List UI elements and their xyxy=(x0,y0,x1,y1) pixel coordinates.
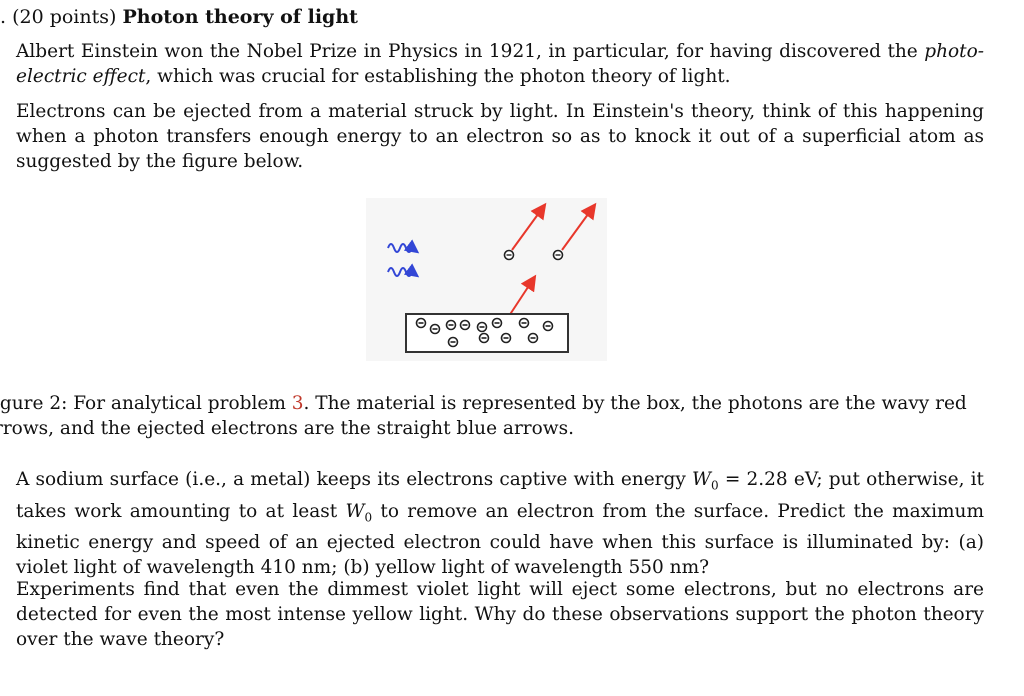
material-box xyxy=(405,313,569,353)
figure-caption: igure 2: For analytical problem 3. The m… xyxy=(0,391,984,441)
problem-points: . (20 points) xyxy=(0,6,117,28)
sodium-paragraph: A sodium surface (i.e., a metal) keeps i… xyxy=(16,467,984,580)
sodium-text-a: A sodium surface (i.e., a metal) keeps i… xyxy=(16,469,692,490)
sodium-text-c: to remove an electron from the surface. … xyxy=(16,500,984,579)
caption-text-a: igure 2: For analytical problem xyxy=(0,393,292,414)
ejection-paragraph: Electrons can be ejected from a material… xyxy=(16,101,984,172)
work-function-symbol-2: W0 xyxy=(345,500,373,525)
ejected-electron-2 xyxy=(552,249,564,261)
experiment-paragraph: Experiments find that even the dimmest v… xyxy=(16,579,984,650)
electron-path-3 xyxy=(508,274,537,317)
photon-arrow-2 xyxy=(387,263,420,278)
photon-arrow-1 xyxy=(387,239,420,254)
intro-paragraph: Albert Einstein won the Nobel Prize in P… xyxy=(16,39,984,89)
intro-text-a: Albert Einstein won the Nobel Prize in P… xyxy=(16,41,925,62)
electron-path-1 xyxy=(511,202,547,251)
problem-title: Photon theory of light xyxy=(122,6,358,28)
sodium-text-b: = 2.28 eV; put otherwise, it takes work … xyxy=(16,469,984,522)
problem-heading: . (20 points) Photon theory of light xyxy=(0,5,358,30)
ejected-electron-1 xyxy=(503,249,515,261)
photoelectric-effect-term: photo-electric effect xyxy=(16,41,984,87)
electron-path-2 xyxy=(561,202,597,251)
caption-text-b: . The material is represented by the box… xyxy=(0,393,967,439)
bound-electrons xyxy=(415,317,554,348)
problem-reference-link[interactable]: 3 xyxy=(291,393,304,414)
work-function-symbol: W0 xyxy=(691,469,719,493)
figure-drawing xyxy=(387,202,597,353)
intro-text-b: , which was crucial for establishing the… xyxy=(145,66,731,87)
photoelectric-figure xyxy=(366,198,607,361)
